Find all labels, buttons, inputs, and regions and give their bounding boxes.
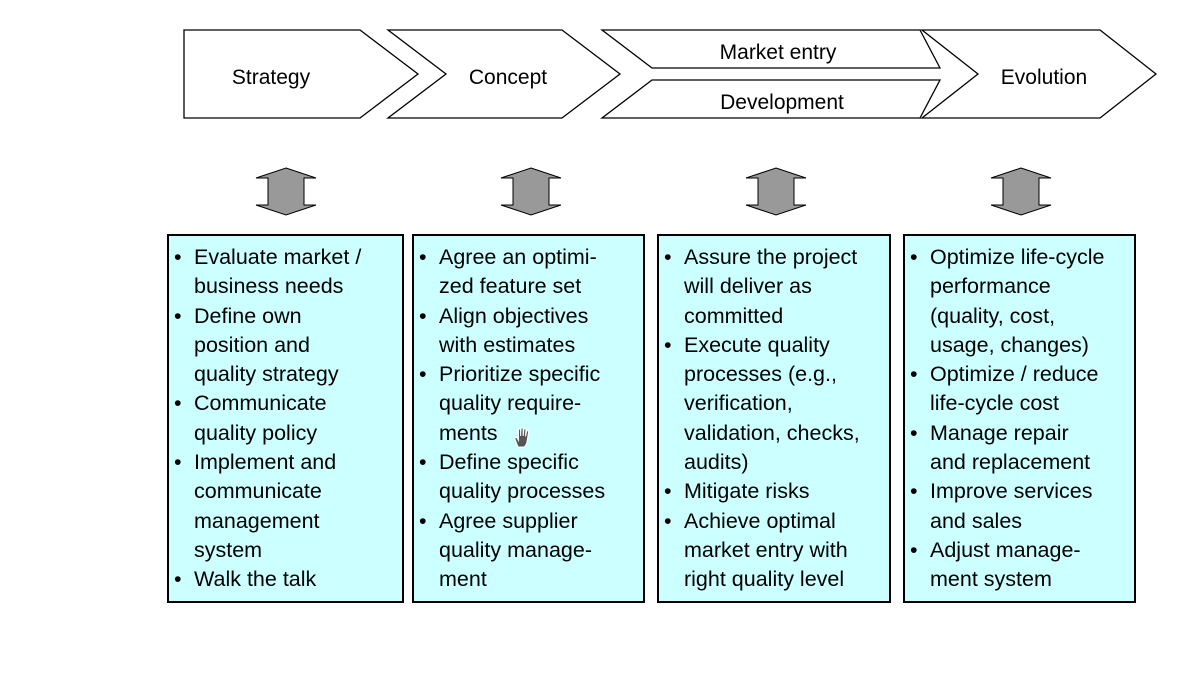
list-item: Implement and communicate management sys… <box>169 448 396 565</box>
list-item: Define specific quality processes <box>414 448 637 507</box>
list-item: Assure the project will deliver as commi… <box>659 243 883 331</box>
phase-label-development: Development <box>720 91 844 114</box>
phase-chevron-concept: Concept <box>386 29 622 119</box>
phase-label-evolution: Evolution <box>1001 66 1087 89</box>
list-item: Adjust manage- ment system <box>905 536 1128 595</box>
phase-chevron-development: Development <box>600 79 942 119</box>
list-item: Define own position and quality strategy <box>169 302 396 390</box>
list-item: Prioritize specific quality require- men… <box>414 360 637 448</box>
list-item: Execute quality processes (e.g., verific… <box>659 331 883 477</box>
phase-label-strategy: Strategy <box>232 66 311 89</box>
phase-label-market-entry: Market entry <box>720 41 837 64</box>
hand-cursor-icon <box>514 427 530 448</box>
list-item: Optimize / reduce life-cycle cost <box>905 360 1128 419</box>
double-arrow-icon <box>255 167 317 216</box>
list-item: Walk the talk <box>169 565 396 595</box>
phase-chevron-strategy: Strategy <box>183 29 420 119</box>
list-item: Agree supplier quality manage- ment <box>414 507 637 595</box>
list-item: Align objectives with estimates <box>414 302 637 361</box>
double-arrow-icon <box>745 167 807 216</box>
phase-chevron-evolution: Evolution <box>920 29 1158 119</box>
list-item: Evaluate market / business needs <box>169 243 396 302</box>
column-box-market-development: Assure the project will deliver as commi… <box>657 234 891 603</box>
list-item: Achieve optimal market entry with right … <box>659 507 883 595</box>
column-box-concept: Agree an optimi- zed feature set Align o… <box>412 234 645 603</box>
list-item: Mitigate risks <box>659 477 883 507</box>
list-item: Agree an optimi- zed feature set <box>414 243 637 302</box>
bullet-list-evolution: Optimize life-cycle performance (quality… <box>905 243 1128 595</box>
list-item: Improve services and sales <box>905 477 1128 536</box>
list-item: Manage repair and replacement <box>905 419 1128 478</box>
phase-label-concept: Concept <box>469 66 547 89</box>
column-box-evolution: Optimize life-cycle performance (quality… <box>903 234 1136 603</box>
phase-chevron-market-entry: Market entry <box>600 29 942 69</box>
column-box-strategy: Evaluate market / business needs Define … <box>167 234 404 603</box>
list-item: Optimize life-cycle performance (quality… <box>905 243 1128 360</box>
list-item: Communicate quality policy <box>169 389 396 448</box>
bullet-list-concept: Agree an optimi- zed feature set Align o… <box>414 243 637 595</box>
double-arrow-icon <box>500 167 562 216</box>
double-arrow-icon <box>990 167 1052 216</box>
bullet-list-market-development: Assure the project will deliver as commi… <box>659 243 883 595</box>
bullet-list-strategy: Evaluate market / business needs Define … <box>169 243 396 595</box>
